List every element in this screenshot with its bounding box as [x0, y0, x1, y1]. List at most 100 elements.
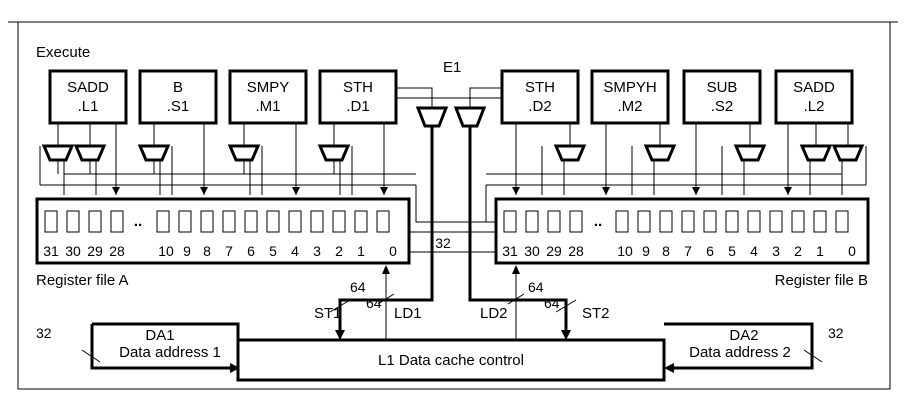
execute-label: Execute	[36, 44, 90, 61]
mux-m2	[643, 144, 677, 162]
unit-sub: .D2	[528, 98, 551, 115]
e1-mux-b	[453, 106, 487, 128]
unit-name: SUB	[707, 79, 738, 96]
unit-b-s1: B .S1	[138, 69, 218, 125]
unit-sadd-l2: SADD .L2	[774, 69, 854, 125]
reg-num: 7	[684, 243, 692, 259]
unit-name: SADD	[793, 79, 835, 96]
unit-sub: .M2	[617, 98, 642, 115]
reg-num: 2	[794, 243, 802, 259]
st2-label: ST2	[582, 305, 610, 322]
reg-num: 30	[65, 243, 81, 259]
width-64-a-bot: 64	[366, 295, 382, 311]
reg-num: 3	[772, 243, 780, 259]
reg-num: 0	[389, 243, 397, 259]
reg-num: 8	[662, 243, 670, 259]
da1-width-label: 32	[36, 325, 52, 341]
unit-sub: .S2	[711, 98, 734, 115]
reg-num: 6	[706, 243, 714, 259]
reg-num: 2	[335, 243, 343, 259]
ld1-label: LD1	[394, 305, 422, 322]
register-file-a-label: Register file A	[36, 272, 129, 289]
reg-num: 7	[225, 243, 233, 259]
reg-num: 28	[568, 243, 584, 259]
width-64-b-bot: 64	[544, 295, 560, 311]
da1-sub-label: Data address 1	[119, 344, 221, 361]
register-numbers-b: 31 30 29 28 10 9 8 7 6 5 4 3 2 1 0	[502, 243, 856, 259]
ellipsis-a: ..	[134, 213, 142, 230]
wires-b	[486, 123, 867, 195]
register-cells-b	[503, 210, 849, 233]
width-64-a-top: 64	[350, 279, 366, 295]
unit-smpyh-m2: SMPYH .M2	[590, 69, 670, 125]
unit-name: SADD	[67, 79, 109, 96]
reg-num: 5	[728, 243, 736, 259]
register-cells-a	[44, 210, 390, 233]
da2-label: DA2	[729, 327, 758, 344]
bus-width-32-mid: 32	[435, 235, 451, 251]
unit-sub: .M1	[255, 98, 280, 115]
st2-bus	[468, 126, 568, 336]
mux-l1-a	[41, 144, 75, 162]
reg-num: 5	[269, 243, 277, 259]
unit-sub: .L2	[804, 98, 825, 115]
register-file-b-label: Register file B	[775, 272, 868, 289]
da2-sub-label: Data address 2	[689, 344, 791, 361]
mux-s2	[733, 144, 767, 162]
arrows-into-rfa	[112, 187, 388, 195]
reg-num: 9	[183, 243, 191, 259]
unit-sth-d1: STH .D1	[318, 69, 398, 125]
reg-num: 1	[816, 243, 824, 259]
reg-num: 3	[313, 243, 321, 259]
reg-num: 1	[357, 243, 365, 259]
reg-num: 29	[546, 243, 562, 259]
da2-width-label: 32	[828, 325, 844, 341]
unit-sub-s2: SUB .S2	[682, 69, 762, 125]
cross-path-wires	[396, 87, 502, 253]
reg-num: 4	[750, 243, 758, 259]
unit-sth-d2: STH .D2	[500, 69, 580, 125]
register-numbers-a: 31 30 29 28 10 9 8 7 6 5 4 3 2 1 0	[43, 243, 397, 259]
cache-label: L1 Data cache control	[378, 352, 524, 369]
reg-num: 8	[203, 243, 211, 259]
unit-smpy-m1: SMPY .M1	[228, 69, 308, 125]
da1-bus-top	[92, 322, 240, 340]
reg-num: 0	[848, 243, 856, 259]
reg-num: 4	[291, 243, 299, 259]
operand-mux-group-a	[41, 144, 351, 162]
unit-name: SMPYH	[603, 79, 656, 96]
reg-num: 9	[642, 243, 650, 259]
reg-num: 6	[247, 243, 255, 259]
da2-bus	[664, 322, 814, 370]
unit-sadd-l1: SADD .L1	[48, 69, 128, 125]
reg-num: 28	[109, 243, 125, 259]
reg-num: 31	[502, 243, 518, 259]
width-64-b-top: 64	[528, 279, 544, 295]
e1-mux-a	[415, 106, 449, 128]
ld2-label: LD2	[480, 305, 508, 322]
reg-num: 29	[87, 243, 103, 259]
mux-l1-b	[73, 144, 107, 162]
mux-m1	[227, 144, 261, 162]
unit-sub: .L1	[78, 98, 99, 115]
unit-name: STH	[525, 79, 555, 96]
mux-d2	[553, 144, 587, 162]
reg-num: 30	[524, 243, 540, 259]
reg-num: 31	[43, 243, 59, 259]
da1-bus	[90, 324, 232, 370]
mux-l2-a	[799, 144, 833, 162]
register-file-a	[35, 197, 411, 265]
st1-label: ST1	[314, 305, 342, 322]
mux-d1	[317, 144, 351, 162]
l1-data-cache-control	[236, 338, 666, 382]
operand-mux-group-b	[553, 144, 865, 162]
reg-num: 10	[158, 243, 174, 259]
wires-a	[39, 123, 416, 195]
store-load-buses	[329, 126, 577, 340]
unit-name: SMPY	[247, 79, 290, 96]
mux-s1	[137, 144, 171, 162]
unit-sub: .D1	[346, 98, 369, 115]
mux-l2-b	[831, 144, 865, 162]
unit-name: B	[173, 79, 183, 96]
